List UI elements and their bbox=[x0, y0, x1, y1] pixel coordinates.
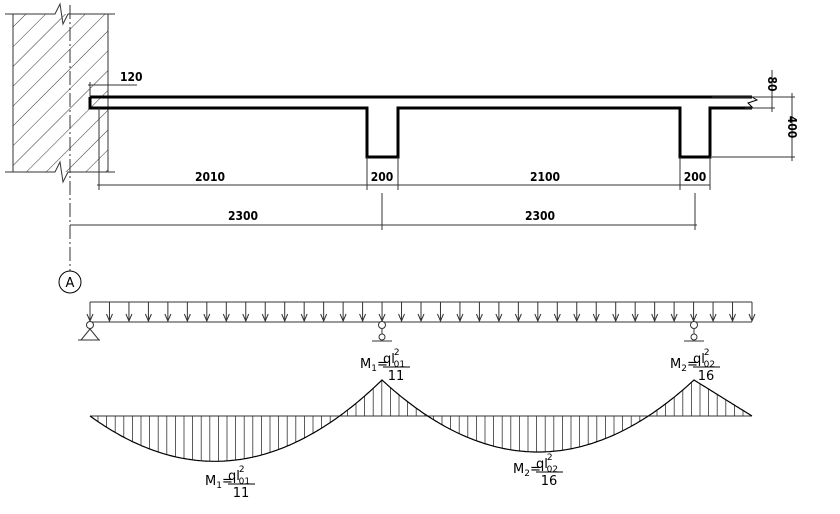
roller-support-1 bbox=[372, 321, 392, 342]
masonry-wall bbox=[5, 2, 115, 184]
load-arrow bbox=[437, 302, 444, 323]
load-arrow bbox=[164, 302, 172, 323]
load-arrow bbox=[729, 302, 736, 323]
dim-chain-axes bbox=[70, 193, 697, 230]
load-arrow bbox=[398, 302, 405, 323]
load-arrow bbox=[514, 302, 522, 323]
svg-text:16: 16 bbox=[541, 474, 558, 489]
svg-text:16: 16 bbox=[698, 369, 715, 384]
bending-moment-diagram bbox=[89, 379, 753, 462]
svg-text:M2=: M2= bbox=[513, 462, 541, 479]
load-arrow bbox=[612, 302, 620, 323]
load-arrow bbox=[222, 302, 230, 323]
load-arrow bbox=[748, 302, 756, 323]
load-arrow bbox=[475, 302, 483, 323]
load-arrow bbox=[183, 302, 191, 323]
dim-clear-span-1: 2010 bbox=[195, 170, 225, 184]
load-arrow bbox=[670, 302, 678, 323]
ribbed-slab-section bbox=[88, 95, 752, 159]
load-arrow bbox=[359, 302, 367, 323]
dim-vertical bbox=[712, 70, 795, 161]
dim-clear-span-2: 2100 bbox=[530, 170, 560, 184]
load-arrow bbox=[281, 302, 289, 323]
distributed-load bbox=[86, 301, 756, 323]
load-arrow bbox=[534, 302, 542, 323]
dim-rib-width-1: 200 bbox=[371, 170, 394, 184]
load-arrow bbox=[651, 302, 659, 323]
svg-text:11: 11 bbox=[388, 369, 405, 384]
load-arrow bbox=[573, 302, 581, 323]
load-arrow bbox=[339, 302, 347, 323]
dim-rib-height: 400 bbox=[785, 116, 799, 139]
load-arrow bbox=[203, 302, 211, 323]
load-arrow bbox=[320, 302, 328, 323]
load-arrow bbox=[86, 302, 94, 323]
dim-slab-thickness: 80 bbox=[765, 76, 779, 91]
dim-axis-span-1: 2300 bbox=[228, 209, 258, 223]
dim-axis-span-2: 2300 bbox=[525, 209, 555, 223]
load-arrow bbox=[553, 302, 561, 323]
svg-text:11: 11 bbox=[233, 486, 250, 501]
svg-text:M1=: M1= bbox=[205, 474, 233, 491]
load-arrow bbox=[125, 302, 133, 323]
dim-wall-bearing-text: 120 bbox=[120, 70, 143, 84]
load-arrow bbox=[300, 302, 308, 323]
load-arrow bbox=[690, 302, 698, 323]
axis-marker-a: A bbox=[58, 270, 82, 294]
load-arrow bbox=[495, 302, 503, 323]
svg-text:M2=: M2= bbox=[670, 357, 698, 374]
load-arrow bbox=[631, 302, 639, 323]
load-arrow bbox=[242, 302, 250, 323]
moment-curve bbox=[89, 379, 753, 462]
load-arrow bbox=[709, 302, 717, 323]
load-arrow bbox=[592, 302, 600, 323]
roller-support-2 bbox=[684, 321, 704, 342]
load-arrow bbox=[378, 302, 386, 323]
break-mark bbox=[747, 96, 759, 109]
load-arrow bbox=[456, 302, 464, 323]
load-arrow bbox=[261, 302, 269, 323]
pin-support bbox=[78, 321, 101, 341]
load-arrow bbox=[417, 302, 425, 323]
svg-text:A: A bbox=[66, 276, 75, 291]
dim-chain-clear bbox=[97, 108, 711, 190]
load-arrow bbox=[106, 302, 113, 323]
dim-rib-width-2: 200 bbox=[684, 170, 707, 184]
dim-wall-bearing bbox=[88, 80, 137, 97]
svg-text:M1=: M1= bbox=[360, 357, 388, 374]
load-arrow bbox=[144, 302, 152, 323]
